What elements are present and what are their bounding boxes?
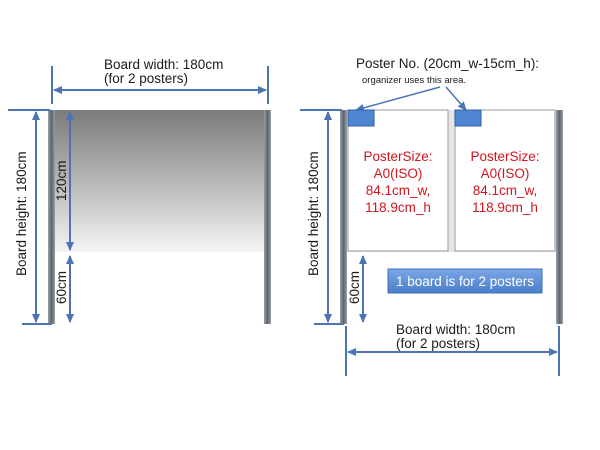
right-width-label-line2: (for 2 posters) — [396, 336, 480, 351]
poster-left-line3: 84.1cm_w, — [366, 183, 431, 198]
left-post-left — [48, 110, 55, 324]
board-note-text: 1 board is for 2 posters — [396, 274, 534, 289]
poster-number-tag-left — [347, 109, 375, 127]
poster-no-label: Poster No. (20cm_w-15cm_h): — [356, 56, 539, 71]
left-leg-section-label: 60cm — [54, 271, 69, 304]
poster-right-line3: 84.1cm_w, — [473, 183, 538, 198]
left-board-surface — [54, 110, 266, 252]
poster-left-size-text: PosterSize: A0(ISO) 84.1cm_w, 118.9cm_h — [363, 149, 432, 215]
poster-left — [347, 109, 449, 252]
left-post-right — [264, 110, 271, 324]
left-board-panel: Board width: 180cm (for 2 posters) Board… — [8, 57, 271, 325]
left-board-section-label: 120cm — [54, 160, 69, 201]
poster-right-line4: 118.9cm_h — [472, 200, 538, 215]
poster-left-line4: 118.9cm_h — [365, 200, 431, 215]
poster-right — [454, 109, 556, 252]
left-width-label-line1: Board width: 180cm — [104, 57, 223, 72]
right-width-label-line1: Board width: 180cm — [396, 322, 515, 337]
poster-number-tag-right — [454, 109, 482, 127]
right-board-panel: Poster No. (20cm_w-15cm_h): organizer us… — [300, 56, 563, 376]
poster-left-line2: A0(ISO) — [374, 166, 423, 181]
poster-no-pointer-left — [355, 86, 441, 112]
right-post-left — [340, 110, 347, 324]
left-width-label-line2: (for 2 posters) — [104, 71, 188, 86]
poster-left-line1: PosterSize: — [363, 149, 432, 164]
right-height-label: Board height: 180cm — [306, 151, 321, 276]
poster-right-line2: A0(ISO) — [481, 166, 530, 181]
poster-right-size-text: PosterSize: A0(ISO) 84.1cm_w, 118.9cm_h — [470, 149, 539, 215]
poster-right-line1: PosterSize: — [470, 149, 539, 164]
right-post-right — [556, 110, 563, 324]
board-note-box — [387, 268, 543, 294]
poster-no-pointer-right — [445, 86, 467, 111]
left-height-label: Board height: 180cm — [14, 151, 29, 276]
right-leg-section-label: 60cm — [347, 271, 362, 304]
organizer-note: organizer uses this area. — [362, 75, 466, 86]
